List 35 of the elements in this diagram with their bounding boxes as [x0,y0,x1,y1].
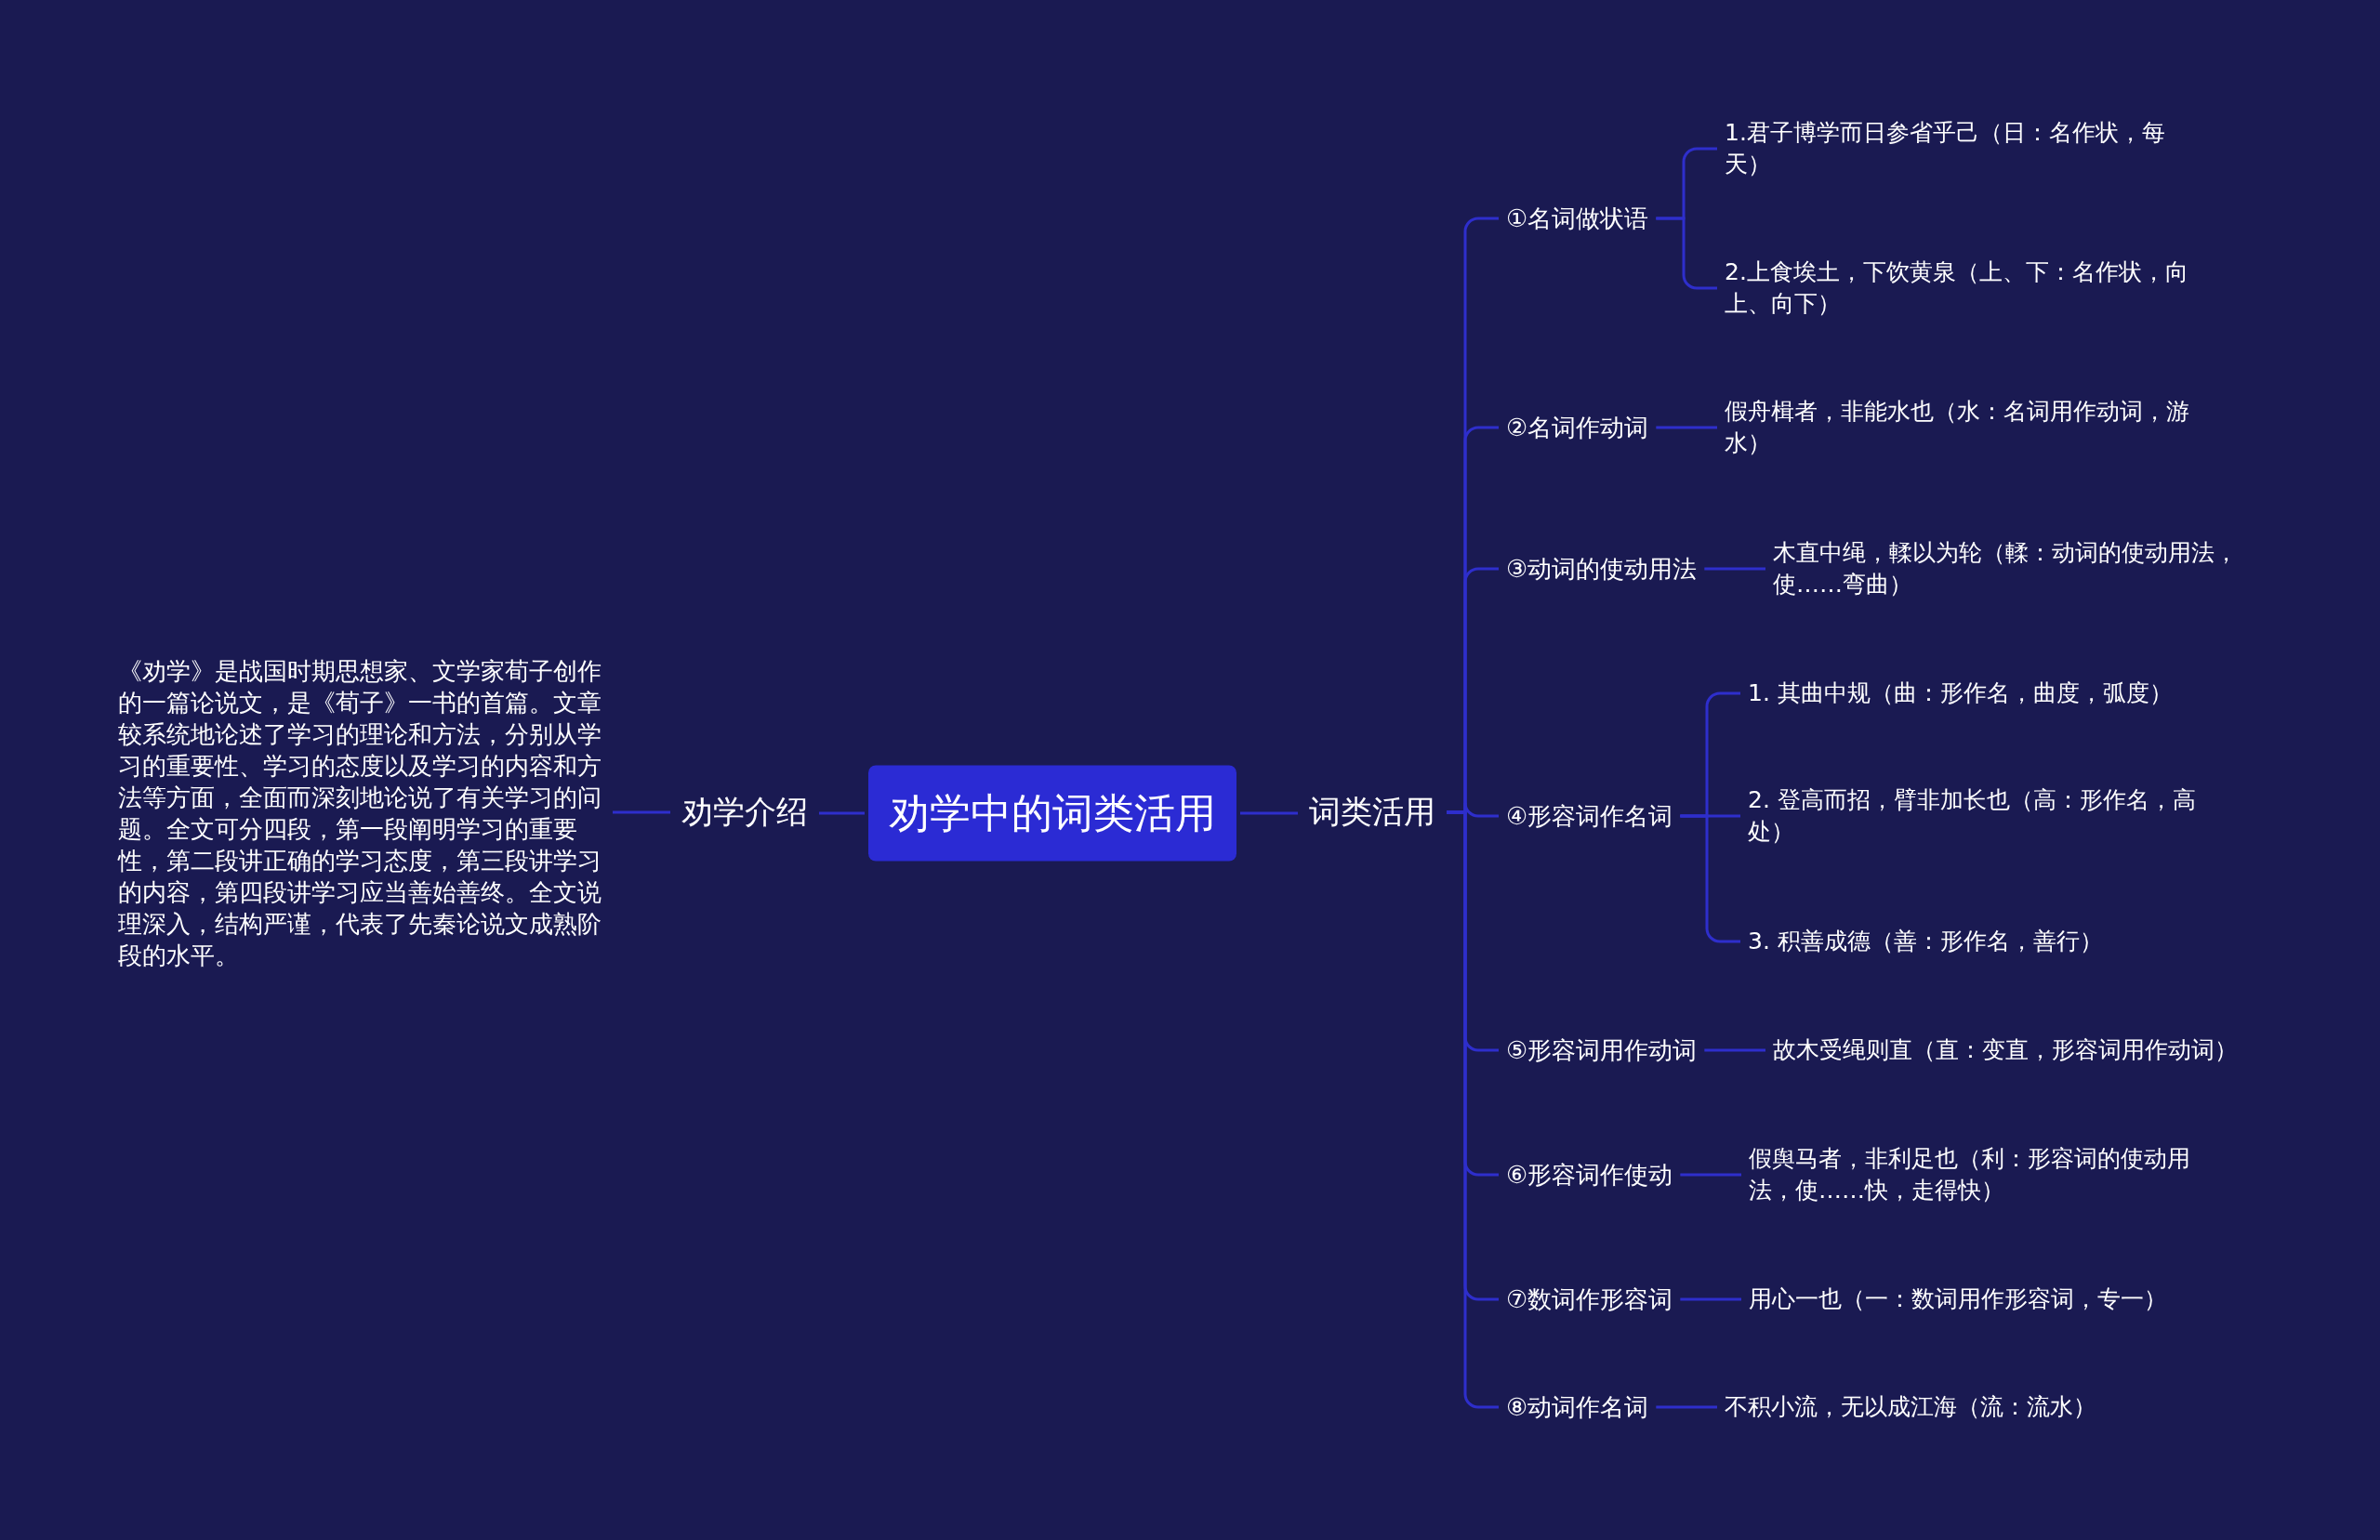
central-topic: 劝学中的词类活用 [868,765,1236,862]
detail-topic: 2. 登高而招，臂非加长也（高：形作名，高处） [1744,781,2237,851]
subtopic: ⑤形容词用作动词 [1502,1030,1701,1071]
subtopic: ⑧动词作名词 [1502,1387,1653,1428]
subtopic: ⑦数词作形容词 [1502,1279,1677,1320]
connector-line [1680,1297,1741,1301]
description-text: 《劝学》是战国时期思想家、文学家荀子创作的一篇论说文，是《荀子》一书的首篇。文章较系统地论述了学习的理论和方法，分别从学习的重要性、学习的态度以及学习的内容和方法等方面，全面而深刻地论说了有关学习的问题。全文可分四段，第一段阐明学习的重要性，第二段讲正确的学习态度，第三段讲学习的内容，第四段讲学习应当善始善终。全文说理深入，结构严谨，代表了先秦论说文成熟阶段的水平。 [118,655,609,971]
subtopic: ①名词做状语 [1502,198,1653,239]
detail-topic: 用心一也（一：数词用作形容词，专一） [1745,1280,2266,1319]
detail-topic: 1.君子博学而日参省乎己（日：名作状，每天） [1721,113,2214,184]
detail-topic: 故木受绳则直（直：变直，形容词用作动词） [1769,1031,2290,1070]
subtopic: ⑥形容词作使动 [1502,1154,1677,1195]
connector-line [1447,810,1499,1409]
subtopic: ④形容词作名词 [1502,796,1677,836]
detail-topic: 假舟楫者，非能水也（水：名词用作动词，游水） [1721,392,2214,463]
detail-topic: 2.上食埃土，下饮黄泉（上、下：名作状，向上、向下） [1721,253,2214,323]
detail-topic: 假舆马者，非利足也（利：形容词的使动用法，使……快，走得快） [1745,1139,2238,1210]
subtopic: ③动词的使动用法 [1502,548,1701,589]
connector-line [1656,426,1717,429]
detail-topic: 木直中绳，輮以为轮（輮：动词的使动用法，使……弯曲） [1769,533,2262,604]
connector-line [1656,217,1717,290]
connector-line [1704,567,1765,571]
subtopic: ②名词作动词 [1502,407,1653,448]
connector-line [819,811,865,815]
connector-line [1704,1048,1765,1052]
detail-topic: 不积小流，无以成江海（流：流水） [1721,1388,2241,1427]
connector-line [1656,1405,1717,1409]
main-topic: 劝学介绍 [674,787,815,837]
main-topic: 词类活用 [1302,787,1443,837]
connector-line [1680,1173,1741,1177]
detail-topic: 3. 积善成德（善：形作名，善行） [1744,922,2237,961]
detail-topic: 1. 其曲中规（曲：形作名，曲度，弧度） [1744,674,2237,713]
connector-line [613,810,670,814]
connector-line [1240,811,1298,815]
connector-line [1680,814,1740,943]
